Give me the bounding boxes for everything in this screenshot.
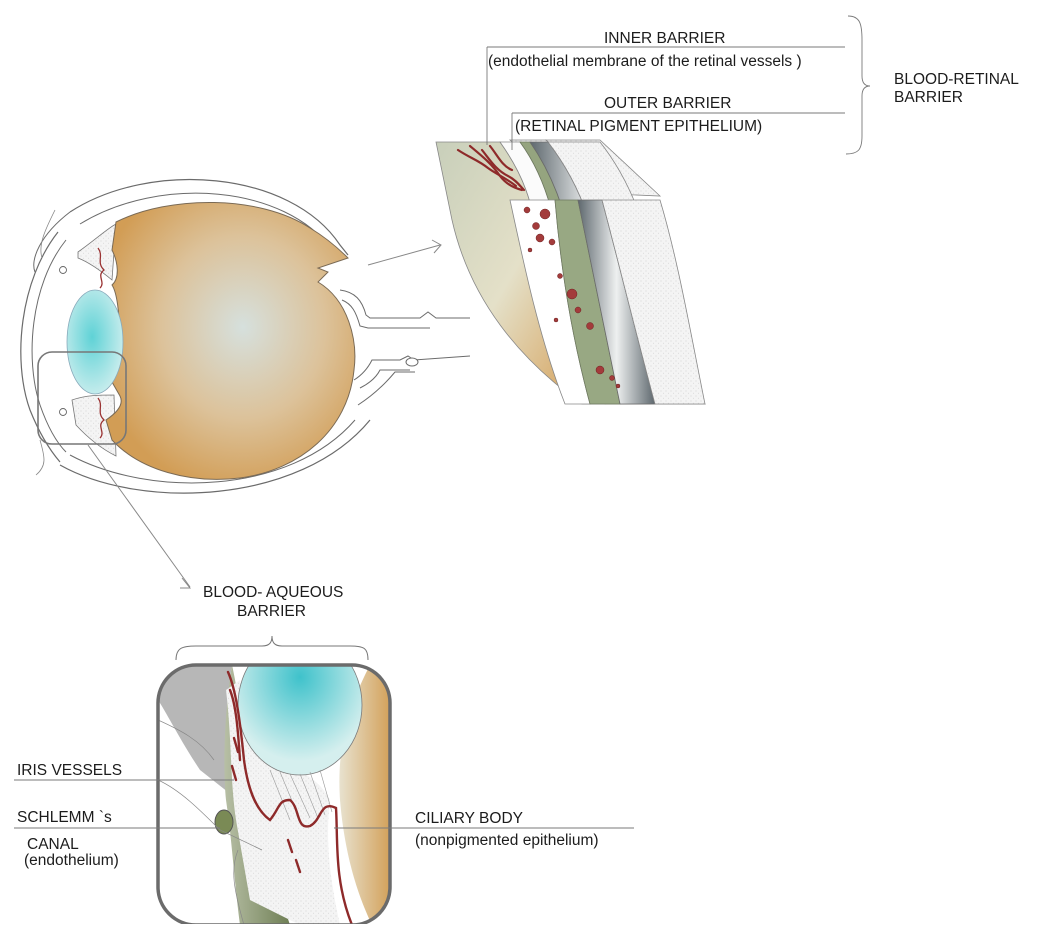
schlemm-canal-label-line1: SCHLEMM `s — [17, 809, 112, 826]
ciliary-body-title: CILIARY BODY — [415, 810, 523, 827]
aqueous-lens — [238, 635, 362, 775]
schlemm-canal — [215, 810, 233, 834]
arrow-to-retina — [368, 240, 441, 265]
blood-aqueous-title-line1: BLOOD- AQUEOUS — [203, 584, 343, 601]
aqueous-brace — [176, 636, 368, 660]
blood-aqueous-title-line2: BARRIER — [237, 603, 306, 620]
aqueous-detail — [158, 635, 390, 924]
blood-retinal-title-line2: BARRIER — [894, 89, 963, 106]
vitreous-body — [106, 202, 355, 479]
cornea — [21, 232, 60, 462]
retinal-brace — [846, 16, 870, 154]
blood-retinal-title-line1: BLOOD-RETINAL — [894, 71, 1019, 88]
schlemm-canal-label-line3: (endothelium) — [24, 852, 119, 869]
retina-block — [436, 140, 705, 404]
inner-barrier-title: INNER BARRIER — [604, 30, 725, 47]
outer-barrier-description: (RETINAL PIGMENT EPITHELIUM) — [515, 118, 762, 135]
ciliary-body-description: (nonpigmented epithelium) — [415, 832, 599, 849]
lens — [67, 290, 123, 394]
optic-nerve — [340, 290, 470, 405]
inner-barrier-description: (endothelial membrane of the retinal ves… — [488, 53, 802, 70]
outer-barrier-title: OUTER BARRIER — [604, 95, 731, 112]
iris-vessels-label: IRIS VESSELS — [17, 762, 122, 779]
schlemm-canal-label-line2: CANAL — [27, 836, 79, 853]
